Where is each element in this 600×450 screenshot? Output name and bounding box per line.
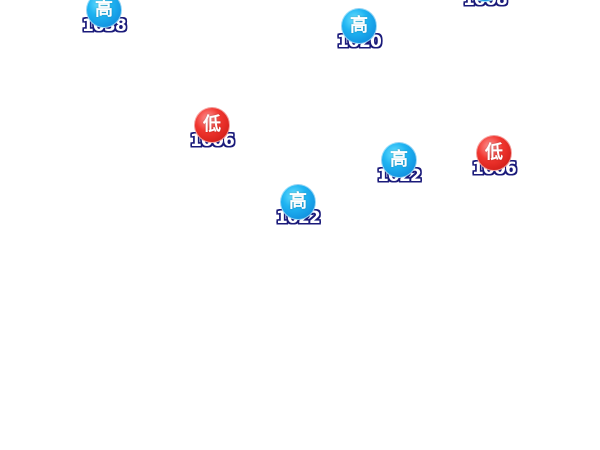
pressure-type-label: 低	[485, 142, 503, 163]
high-pressure-icon: 高	[381, 142, 417, 178]
low-pressure-icon: 低	[476, 135, 512, 171]
pressure-type-label: 高	[289, 191, 307, 212]
pressure-type-label: 高	[390, 149, 408, 170]
pressure-value: 1008	[462, 0, 508, 10]
pressure-center-high[interactable]: 高 1022	[258, 184, 338, 236]
pressure-center-low[interactable]: 低 1006	[454, 135, 534, 187]
high-pressure-icon: 高	[280, 184, 316, 220]
high-pressure-icon: 高	[341, 8, 377, 44]
low-pressure-icon: 低	[194, 107, 230, 143]
pressure-center-high[interactable]: 高 1020	[319, 8, 399, 60]
pressure-center-low[interactable]: 低 1006	[172, 107, 252, 159]
pressure-type-label: 低	[203, 114, 221, 135]
pressure-center-high[interactable]: 高 1038	[64, 0, 144, 44]
pressure-type-label: 高	[350, 15, 368, 36]
pressure-type-label: 高	[95, 0, 113, 20]
pressure-center-high[interactable]: 高 1022	[359, 142, 439, 194]
pressure-center-high[interactable]: 高 1008	[445, 0, 525, 18]
high-pressure-icon: 高	[86, 0, 122, 28]
